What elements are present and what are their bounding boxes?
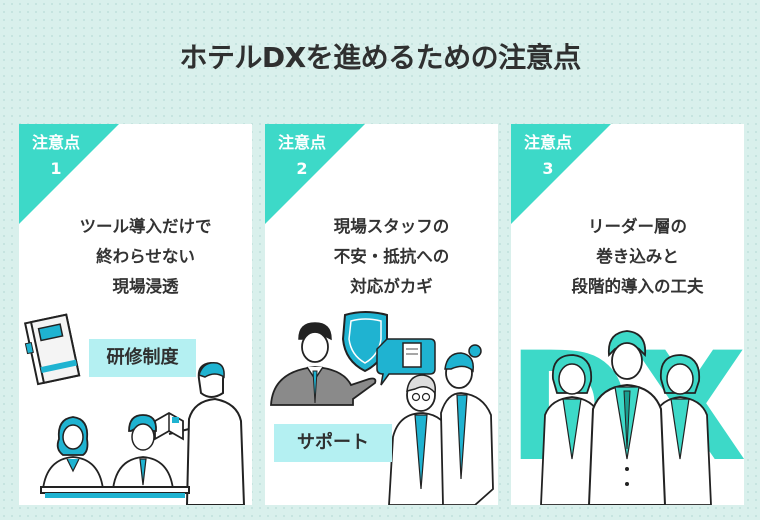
open-book-icon [154, 411, 184, 441]
badge-number: 1 [50, 159, 62, 178]
corner-triangle [19, 124, 119, 224]
training-tag: 研修制度 [89, 339, 196, 377]
manual-book-icon [23, 313, 81, 386]
leader-woman-right-figure [650, 354, 712, 505]
desk [40, 486, 190, 498]
leader-woman-left-figure [540, 354, 604, 505]
training-illustration [23, 313, 246, 505]
headline-line: 段階的導入の工夫 [571, 277, 704, 296]
support-tag: サポート [274, 424, 392, 462]
headline-line: 不安・抵抗への [333, 247, 450, 266]
chat-bubble-icon [376, 338, 436, 386]
badge-label: 注意点 [31, 133, 80, 152]
badge-label: 注意点 [277, 133, 326, 152]
headline-line: ツール導入だけで [79, 217, 212, 236]
corner-triangle [511, 124, 611, 224]
badge-label: 注意点 [523, 133, 572, 152]
corner-triangle [265, 124, 365, 224]
elderly-guest-figure [388, 374, 452, 505]
caution-card-3: 注意点 3 リーダー層の 巻き込みと 段階的導入の工夫 DX [511, 124, 744, 505]
headline-line: 終わらせない [96, 247, 195, 266]
caution-badge: 注意点 1 [24, 130, 88, 182]
headline-line: リーダー層の [588, 217, 687, 236]
badge-number: 3 [542, 159, 554, 178]
card-headline: 現場スタッフの 不安・抵抗への 対応がカギ [285, 212, 498, 302]
student-man-figure [111, 414, 175, 490]
staff-figure [440, 344, 494, 505]
page-title: ホテルDXを進めるための注意点 [179, 41, 581, 74]
caution-card-2: 注意点 2 現場スタッフの 不安・抵抗への 対応がカギ [265, 124, 498, 505]
headline-line: 現場浸透 [112, 277, 179, 296]
badge-number: 2 [296, 159, 308, 178]
caution-badge: 注意点 3 [516, 130, 580, 182]
support-illustration [270, 311, 494, 505]
caution-card-1: 注意点 1 ツール導入だけで 終わらせない 現場浸透 [19, 124, 252, 505]
card-headline: ツール導入だけで 終わらせない 現場浸透 [39, 212, 252, 302]
leaders-illustration: DX [511, 321, 744, 505]
leader-man-center-figure [587, 330, 667, 505]
headline-line: 現場スタッフの [333, 217, 450, 236]
caution-badge: 注意点 2 [270, 130, 334, 182]
headline-line: 対応がカギ [350, 277, 433, 296]
headline-line: 巻き込みと [596, 247, 679, 266]
card-headline: リーダー層の 巻き込みと 段階的導入の工夫 [531, 212, 744, 302]
student-woman-figure [41, 416, 105, 490]
manager-figure [270, 322, 377, 406]
